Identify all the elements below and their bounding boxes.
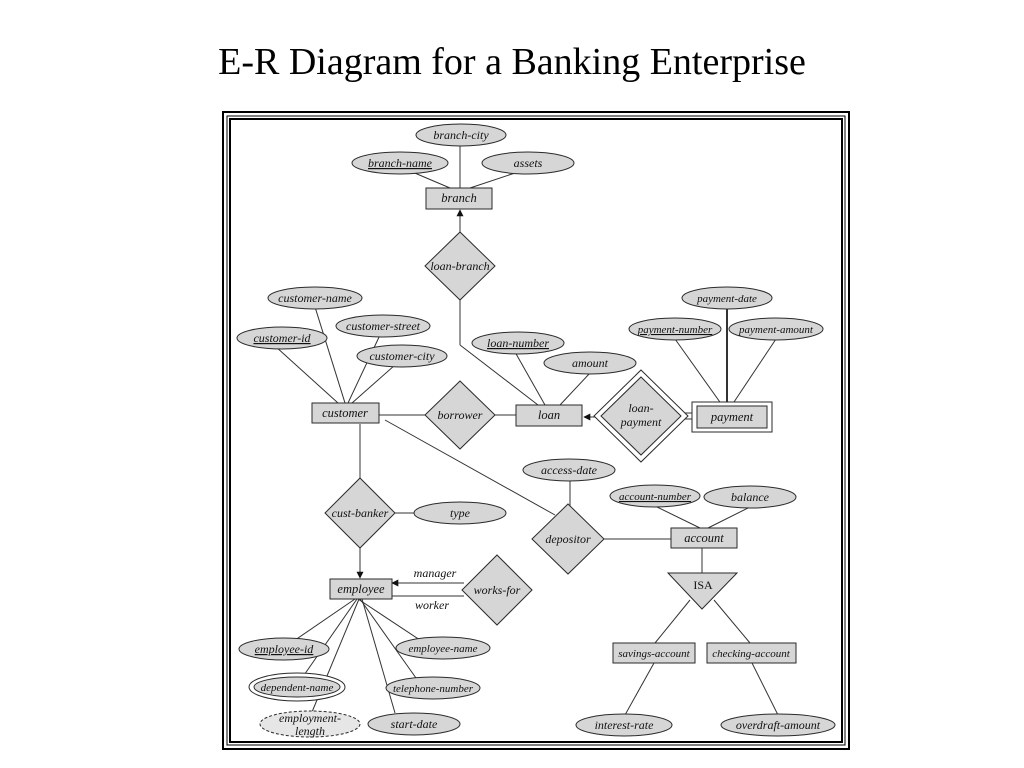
attr-payment-amount: payment-amount bbox=[728, 317, 824, 341]
svg-text:dependent-name: dependent-name bbox=[261, 682, 334, 694]
entity-employee: employee bbox=[329, 578, 393, 600]
entity-loan: loan bbox=[515, 404, 583, 427]
svg-text:telephone-number: telephone-number bbox=[393, 683, 474, 695]
entity-savings-account: savings-account bbox=[612, 642, 696, 664]
svg-text:loan: loan bbox=[538, 408, 560, 422]
role-manager: manager bbox=[414, 566, 457, 580]
attr-access-date: access-date bbox=[522, 458, 616, 482]
svg-text:branch-city: branch-city bbox=[433, 128, 489, 142]
svg-text:checking-account: checking-account bbox=[712, 648, 791, 660]
attr-customer-street: customer-street bbox=[335, 314, 431, 338]
svg-text:type: type bbox=[450, 506, 471, 520]
entity-customer: customer bbox=[311, 402, 380, 424]
svg-text:account-number: account-number bbox=[619, 491, 692, 503]
relationship-cust-banker: cust-banker bbox=[324, 477, 396, 549]
attr-type: type bbox=[413, 501, 507, 525]
svg-text:cust-banker: cust-banker bbox=[332, 506, 389, 520]
svg-text:employee-name: employee-name bbox=[408, 643, 477, 655]
svg-text:payment-amount: payment-amount bbox=[738, 324, 814, 336]
attr-loan-number: loan-number bbox=[471, 331, 565, 355]
attr-account-number: account-number bbox=[609, 484, 701, 508]
svg-text:customer-name: customer-name bbox=[278, 291, 352, 305]
attr-telephone-number: telephone-number bbox=[385, 676, 481, 700]
attr-dependent-name: dependent-name bbox=[248, 672, 346, 702]
svg-text:payment-date: payment-date bbox=[696, 293, 757, 305]
svg-text:customer-city: customer-city bbox=[369, 349, 435, 363]
attr-assets: assets bbox=[481, 151, 575, 175]
svg-text:payment-number: payment-number bbox=[637, 324, 713, 336]
role-worker: worker bbox=[415, 598, 449, 612]
attr-employee-name: employee-name bbox=[395, 636, 491, 660]
entity-account: account bbox=[670, 527, 738, 549]
svg-text:employee-id: employee-id bbox=[255, 642, 315, 656]
svg-text:loan-number: loan-number bbox=[487, 336, 549, 350]
diagram-frame bbox=[222, 111, 850, 750]
svg-text:balance: balance bbox=[731, 490, 770, 504]
attr-customer-city: customer-city bbox=[356, 344, 448, 368]
svg-text:employment-: employment- bbox=[279, 711, 341, 725]
attr-balance: balance bbox=[703, 485, 797, 509]
svg-text:customer-street: customer-street bbox=[346, 319, 421, 333]
svg-text:branch-name: branch-name bbox=[368, 156, 433, 170]
attr-start-date: start-date bbox=[367, 712, 461, 736]
svg-text:depositor: depositor bbox=[545, 532, 591, 546]
attr-overdraft-amount: overdraft-amount bbox=[720, 713, 836, 737]
relationship-loan-payment: loan- payment bbox=[593, 369, 689, 463]
page-title: E-R Diagram for a Banking Enterprise bbox=[218, 41, 806, 83]
svg-text:ISA: ISA bbox=[693, 578, 713, 592]
svg-text:borrower: borrower bbox=[438, 408, 483, 422]
relationship-depositor: depositor bbox=[531, 503, 605, 575]
svg-text:access-date: access-date bbox=[541, 463, 598, 477]
svg-text:savings-account: savings-account bbox=[618, 648, 690, 660]
svg-text:interest-rate: interest-rate bbox=[595, 718, 655, 732]
entity-checking-account: checking-account bbox=[706, 642, 797, 664]
attr-customer-name: customer-name bbox=[267, 286, 363, 310]
svg-text:branch: branch bbox=[441, 191, 476, 205]
attr-branch-name: branch-name bbox=[351, 151, 449, 175]
attr-branch-city: branch-city bbox=[415, 123, 507, 147]
svg-text:amount: amount bbox=[572, 356, 609, 370]
svg-text:payment: payment bbox=[620, 415, 662, 429]
attr-amount: amount bbox=[543, 351, 637, 375]
relationship-borrower: borrower bbox=[424, 380, 496, 450]
svg-text:account: account bbox=[684, 531, 724, 545]
svg-text:customer-id: customer-id bbox=[253, 331, 311, 345]
attr-interest-rate: interest-rate bbox=[575, 713, 673, 737]
svg-text:customer: customer bbox=[322, 406, 368, 420]
attr-customer-id: customer-id bbox=[236, 326, 328, 350]
attr-payment-date: payment-date bbox=[681, 286, 773, 310]
svg-text:loan-branch: loan-branch bbox=[430, 259, 489, 273]
svg-text:assets: assets bbox=[514, 156, 543, 170]
isa-triangle: ISA bbox=[666, 572, 739, 610]
relationship-works-for: works-for bbox=[461, 554, 533, 626]
entity-payment: payment bbox=[691, 401, 773, 433]
svg-text:overdraft-amount: overdraft-amount bbox=[736, 718, 821, 732]
svg-text:works-for: works-for bbox=[474, 583, 521, 597]
attr-payment-number: payment-number bbox=[628, 317, 722, 341]
entity-branch: branch bbox=[425, 187, 493, 210]
svg-text:loan-: loan- bbox=[628, 401, 653, 415]
svg-text:payment: payment bbox=[710, 410, 754, 424]
svg-text:employee: employee bbox=[337, 582, 385, 596]
attr-employment-length: employment- length bbox=[259, 710, 361, 738]
svg-text:start-date: start-date bbox=[391, 717, 438, 731]
svg-text:length: length bbox=[295, 724, 325, 738]
attr-employee-id: employee-id bbox=[238, 637, 330, 661]
relationship-loan-branch: loan-branch bbox=[424, 231, 496, 301]
